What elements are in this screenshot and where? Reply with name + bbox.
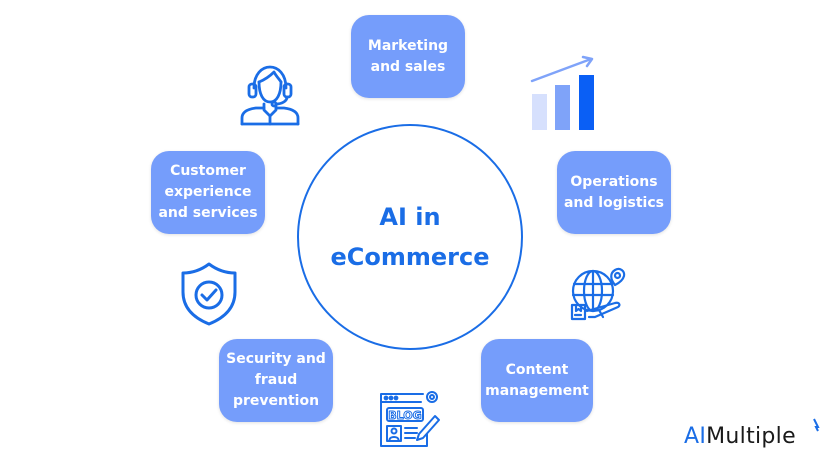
- shield-check-icon: [181, 262, 237, 326]
- aimultiple-logo: AIMultiple: [684, 418, 820, 449]
- logo-spark-icon: [813, 418, 820, 432]
- category-content-management: Content management: [481, 339, 593, 422]
- category-label: Marketing and sales: [367, 37, 449, 75]
- center-title: AI in eCommerce: [330, 203, 490, 271]
- headset-agent-icon: [240, 65, 300, 126]
- logo-ai: AI: [684, 424, 707, 449]
- category-label: Customer experience and services: [158, 163, 258, 221]
- globe-logistics-icon: [570, 267, 626, 321]
- blog-icon-text: BLOG: [388, 409, 421, 422]
- center-circle: AI in eCommerce: [297, 124, 523, 350]
- blog-icon: BLOG: [380, 391, 440, 447]
- category-customer-experience: Customer experience and services: [151, 151, 265, 234]
- category-label: Operations and logistics: [563, 173, 664, 211]
- category-operations-and-logistics: Operations and logistics: [557, 151, 671, 234]
- category-security-and-fraud-prevention: Security and fraud prevention: [219, 339, 333, 422]
- category-label: Security and fraud prevention: [226, 351, 326, 409]
- bar-chart-growth-icon: [530, 55, 594, 130]
- logo-multiple: Multiple: [706, 424, 796, 449]
- category-marketing-and-sales: Marketing and sales: [351, 15, 465, 98]
- category-label: Content management: [485, 361, 589, 399]
